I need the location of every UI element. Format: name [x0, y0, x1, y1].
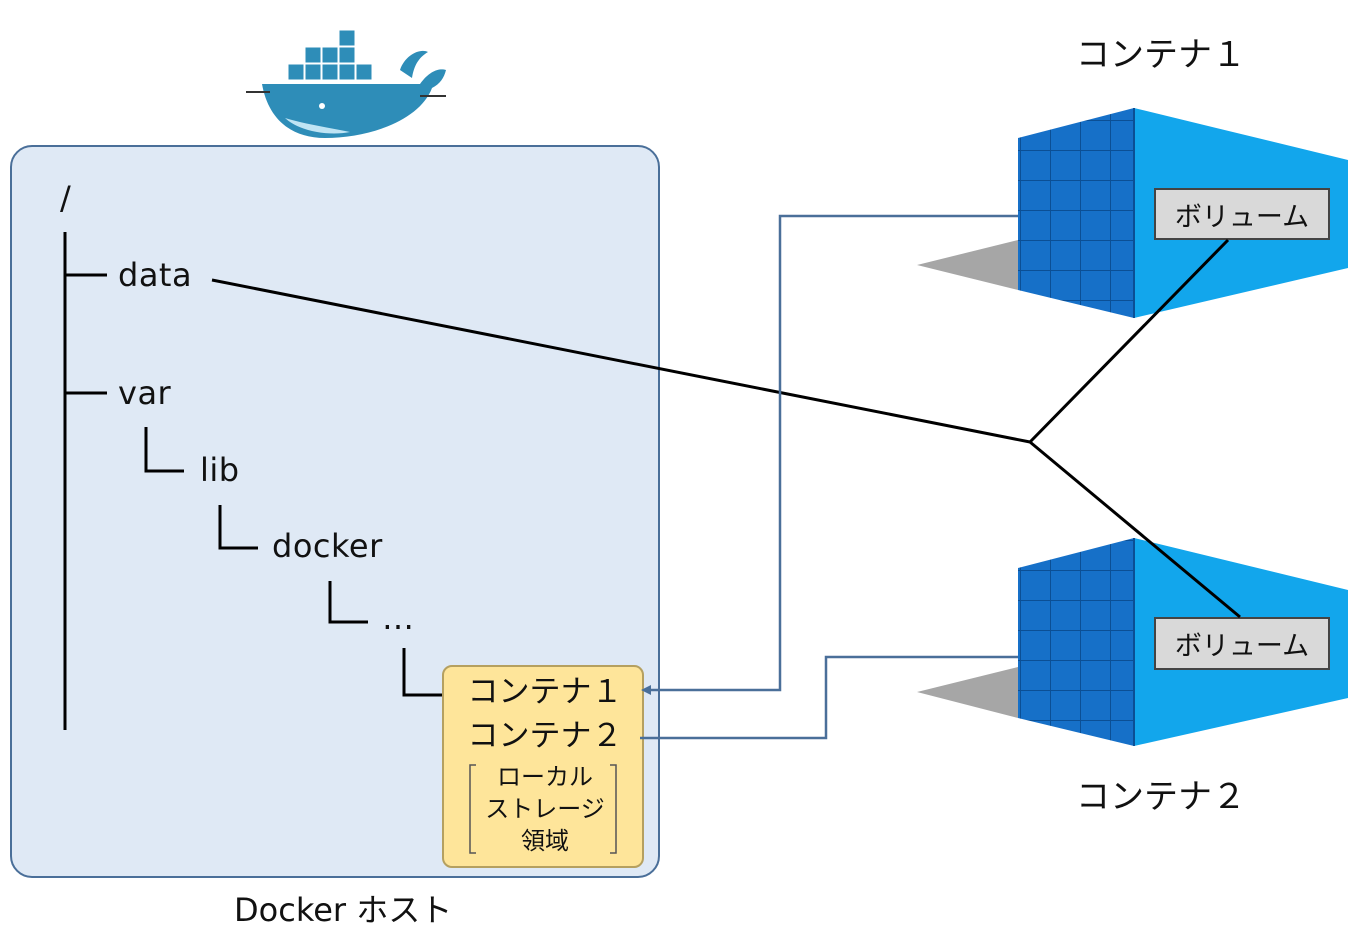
tree-item-lib: lib	[200, 451, 240, 489]
storage-area-line2: ストレージ	[485, 795, 605, 823]
docker-host-label: Docker ホスト	[234, 891, 453, 929]
tree-item-data: data	[118, 256, 193, 294]
container-2-volume: ボリューム	[1154, 617, 1330, 670]
tree-root: /	[60, 179, 72, 217]
local-storage-box: コンテナ１ コンテナ２ ローカル ストレージ 領域	[442, 665, 644, 868]
container-2-title: コンテナ２	[1076, 777, 1246, 817]
container-1-title: コンテナ１	[1076, 35, 1246, 75]
container-1-volume: ボリューム	[1154, 188, 1330, 240]
storage-container2-label: コンテナ２	[467, 718, 623, 754]
storage-container1-label: コンテナ１	[467, 674, 623, 710]
storage-area-line1: ローカル	[497, 763, 593, 791]
storage-area-line3: 領域	[521, 827, 569, 855]
tree-item-ellipsis: …	[382, 599, 415, 637]
tree-item-docker: docker	[272, 527, 383, 565]
tree-item-var: var	[118, 374, 172, 412]
storage-area-brackets	[469, 764, 617, 854]
